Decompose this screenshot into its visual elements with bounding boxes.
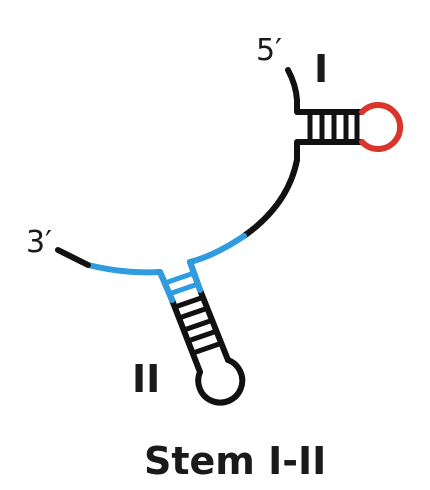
five-prime-label: 5′ xyxy=(256,33,282,68)
highlight-segment-right xyxy=(190,236,244,262)
stem-one-lower-strand xyxy=(297,142,362,160)
diagram-title: Stem I-II xyxy=(144,439,326,483)
three-prime-strand xyxy=(58,250,88,265)
three-prime-label: 3′ xyxy=(26,225,52,260)
backbone-arc xyxy=(244,160,297,236)
stem-one-base-pairs xyxy=(310,112,357,142)
highlight-segment-left xyxy=(88,265,160,272)
loop-two xyxy=(198,360,242,403)
loop-one xyxy=(362,105,400,149)
stem-two-label: II xyxy=(132,357,160,401)
stem-one-label: I xyxy=(314,47,328,91)
